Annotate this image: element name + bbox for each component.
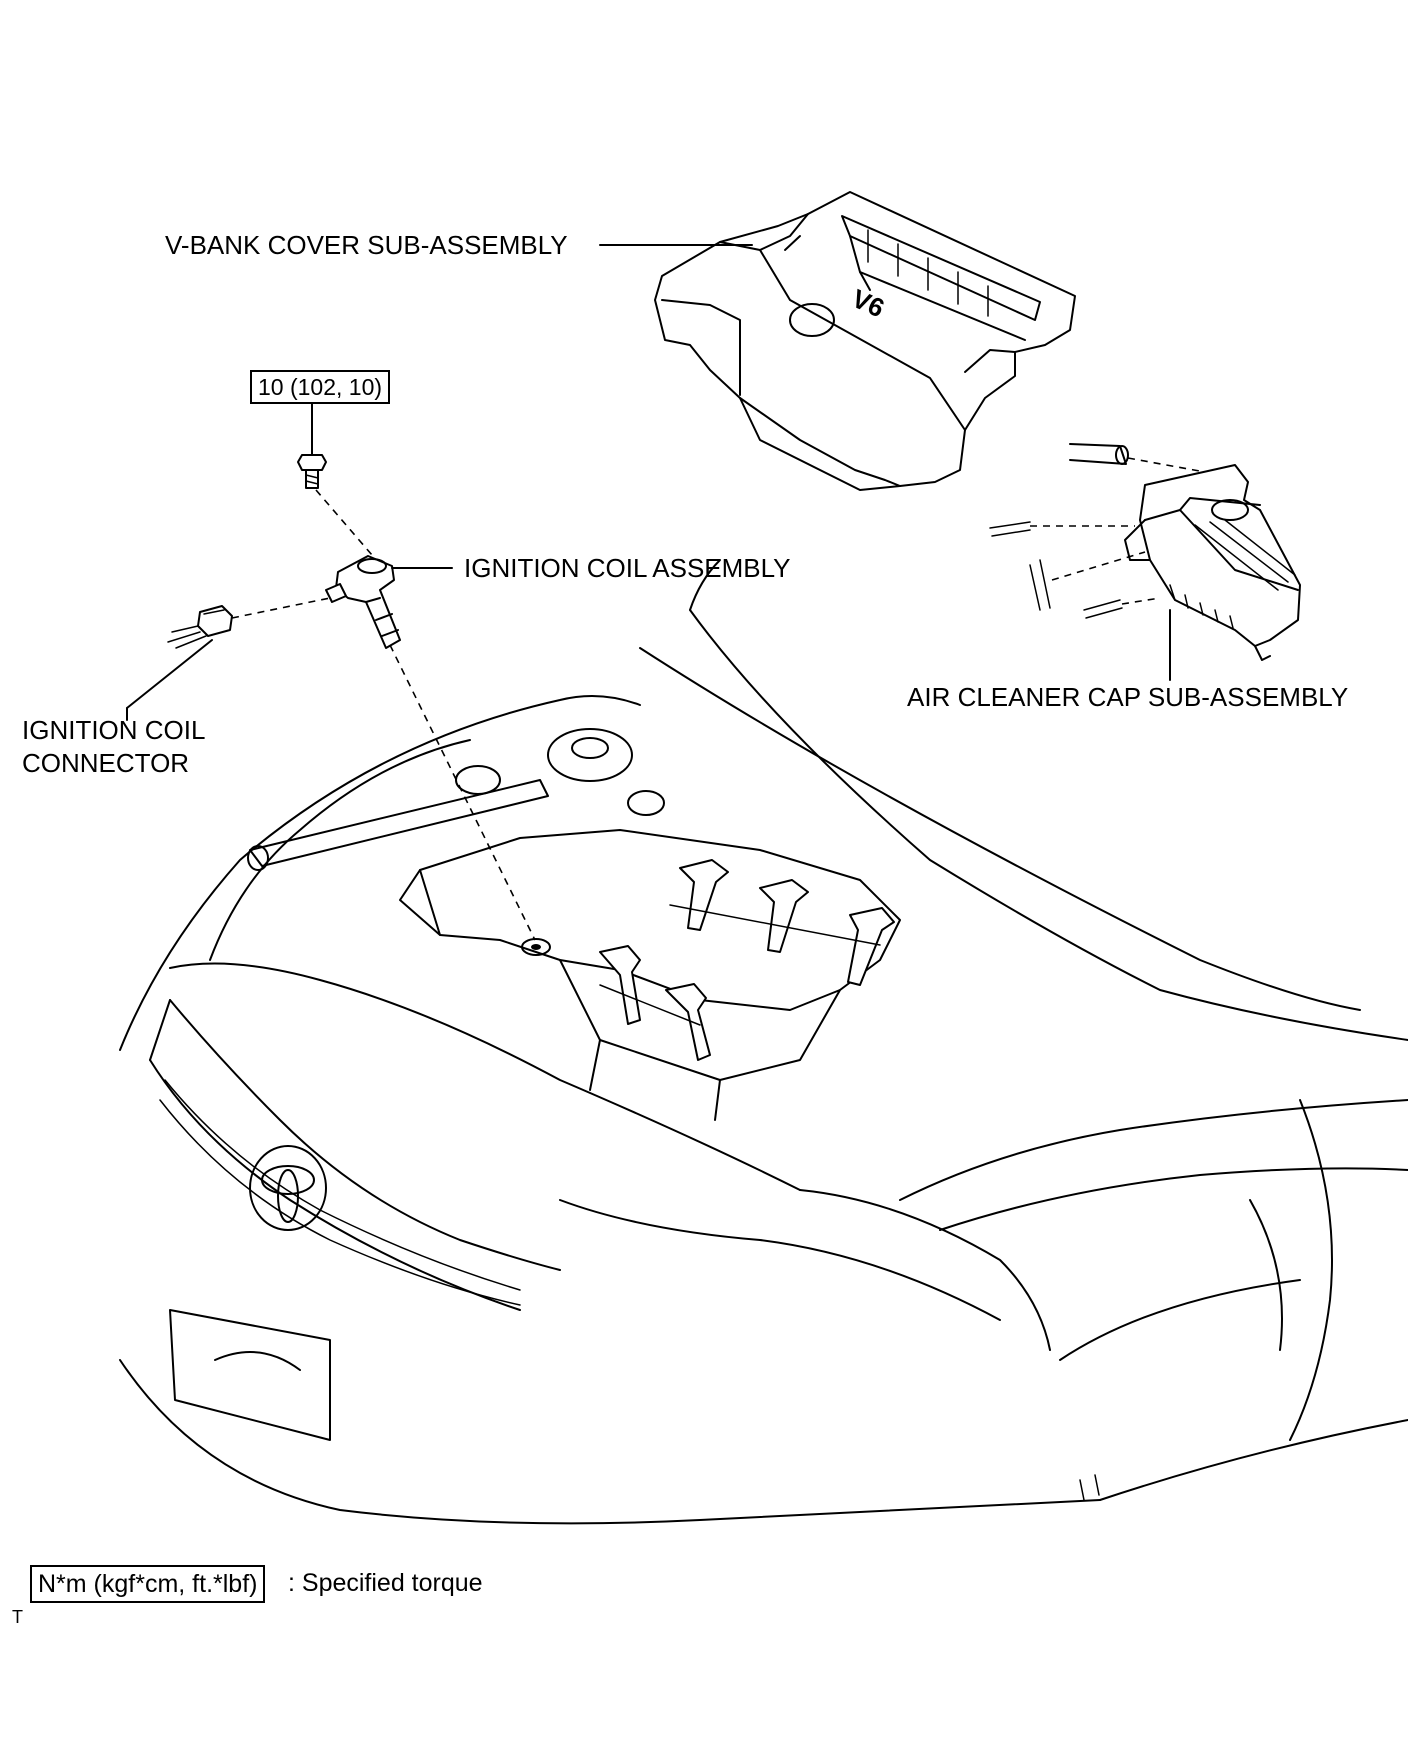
torque-value-box: 10 (102, 10): [250, 370, 391, 404]
ignition-coil-connector-label-line2: CONNECTOR: [22, 748, 190, 778]
ignition-coil-connector-label-line1: IGNITION COIL: [22, 715, 206, 745]
air-cleaner-cap-drawing: [1069, 443, 1301, 661]
clamp-line-left: [989, 521, 1031, 537]
torque-unit: N*m (kgf*cm, ft.*lbf): [38, 1570, 258, 1598]
specified-torque-legend: : Specified torque: [288, 1569, 483, 1597]
air-cleaner-cap-label: AIR CLEANER CAP SUB-ASSEMBLY: [907, 682, 1349, 712]
ignition-coil-assembly-label: IGNITION COIL ASSEMBLY: [464, 553, 791, 583]
duct-edge: [1029, 559, 1051, 611]
torque-value: 10 (102, 10): [258, 374, 383, 400]
bolt-drawing: [297, 401, 327, 489]
connector-drawing: [167, 605, 233, 649]
clamp-line-lower: [1083, 599, 1123, 619]
ignition-coil-drawing: [325, 555, 401, 649]
v-bank-cover-label: V-BANK COVER SUB-ASSEMBLY: [165, 230, 568, 260]
footer-mark: T: [12, 1607, 23, 1627]
v-bank-cover-drawing: [654, 191, 1076, 491]
vehicle-body-drawing: [119, 559, 1408, 1525]
connector-leader: [126, 639, 213, 709]
torque-unit-box: N*m (kgf*cm, ft.*lbf): [30, 1565, 266, 1603]
